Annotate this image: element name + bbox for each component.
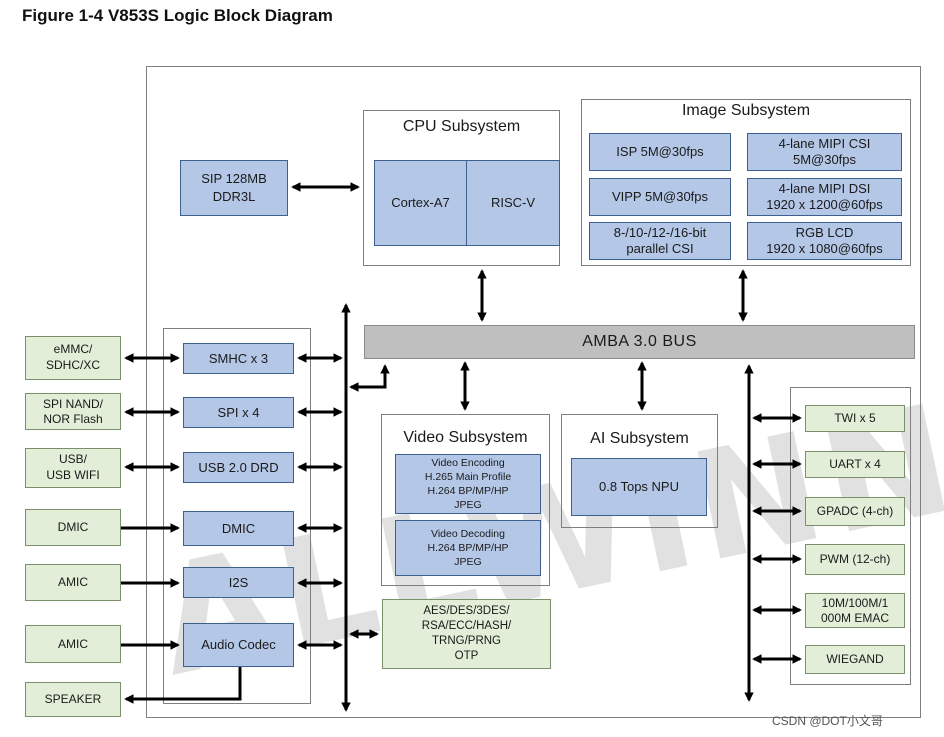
video-dec-line3: JPEG (454, 556, 482, 569)
smhc-block: SMHC x 3 (183, 343, 294, 374)
ext-usb: USB/ USB WIFI (25, 448, 121, 488)
ext-amic-1: AMIC (25, 564, 121, 601)
isp-block: ISP 5M@30fps (589, 133, 731, 171)
security-line1: AES/DES/3DES/ (423, 605, 510, 618)
memory-line1: SIP 128MB (201, 171, 267, 187)
video-encoding-block: Video Encoding H.265 Main Profile H.264 … (395, 454, 541, 514)
rgb-lcd-block: RGB LCD 1920 x 1080@60fps (747, 222, 902, 260)
mipi-csi-line1: 4-lane MIPI CSI (778, 135, 871, 151)
memory-block: SIP 128MB DDR3L (180, 160, 288, 216)
i2s-block: I2S (183, 567, 294, 598)
ext-usb-line1: USB/ (58, 452, 87, 467)
parallel-csi-block: 8-/10-/12-/16-bit parallel CSI (589, 222, 731, 260)
vipp-block: VIPP 5M@30fps (589, 178, 731, 216)
ext-spi-line2: NOR Flash (43, 411, 103, 426)
security-line4: OTP (454, 649, 479, 662)
spi-block: SPI x 4 (183, 397, 294, 428)
ext-spi-line1: SPI NAND/ (42, 396, 103, 411)
ai-subsystem (561, 414, 718, 528)
wiegand-block: WIEGAND (805, 645, 905, 674)
video-dec-line2: H.264 BP/MP/HP (427, 541, 509, 554)
video-enc-line4: JPEG (454, 499, 482, 512)
left-interface-frame (163, 328, 311, 704)
emac-line1: 10M/100M/1 (821, 595, 889, 610)
video-decoding-block: Video Decoding H.264 BP/MP/HP JPEG (395, 520, 541, 576)
arrow-left-to-amba (349, 364, 390, 392)
image-title: Image Subsystem (681, 102, 811, 119)
security-line2: RSA/ECC/HASH/ (421, 620, 512, 633)
image-subsystem (581, 99, 911, 266)
cpu-title: CPU Subsystem (402, 118, 521, 135)
ext-usb-line2: USB WIFI (46, 468, 100, 482)
arrow-codec-speaker (124, 667, 242, 704)
video-enc-line1: Video Encoding (431, 456, 505, 469)
video-title: Video Subsystem (403, 429, 528, 446)
ai-title: AI Subsystem (590, 430, 689, 447)
dmic-block: DMIC (183, 511, 294, 546)
ext-emmc-line2: SDHC/XC (45, 358, 100, 372)
mipi-dsi-line2: 1920 x 1200@60fps (766, 197, 883, 212)
pwm-block: PWM (12-ch) (805, 544, 905, 575)
usb-drd-block: USB 2.0 DRD (183, 452, 294, 483)
rgb-lcd-line1: RGB LCD (795, 224, 854, 240)
ext-emmc: eMMC/ SDHC/XC (25, 336, 121, 380)
security-line3: TRNG/PRNG (432, 635, 501, 647)
video-enc-line2: H.265 Main Profile (424, 470, 512, 483)
ext-amic-2: AMIC (25, 625, 121, 663)
ext-dmic: DMIC (25, 509, 121, 546)
risc-v-block: RISC-V (466, 160, 560, 246)
mipi-csi-line2: 5M@30fps (792, 152, 857, 167)
amba-bus: AMBA 3.0 BUS (364, 325, 915, 359)
cortex-a7-block: Cortex-A7 (374, 160, 467, 246)
video-enc-line3: H.264 BP/MP/HP (427, 485, 509, 497)
rgb-lcd-line2: 1920 x 1080@60fps (766, 241, 883, 256)
npu-block: 0.8 Tops NPU (571, 458, 707, 516)
ext-spi-flash: SPI NAND/ NOR Flash (25, 393, 121, 430)
twi-block: TWI x 5 (805, 405, 905, 432)
video-subsystem (381, 414, 550, 586)
ext-speaker: SPEAKER (25, 682, 121, 717)
video-dec-line1: Video Decoding (431, 527, 505, 540)
security-block: AES/DES/3DES/ RSA/ECC/HASH/ TRNG/PRNG OT… (382, 599, 551, 669)
credit-text: CSDN @DOT小文哥 (772, 714, 883, 728)
parallel-csi-line2: parallel CSI (626, 241, 694, 256)
uart-block: UART x 4 (805, 451, 905, 478)
ext-emmc-line1: eMMC/ (53, 342, 93, 357)
figure-title: Figure 1-4 V853S Logic Block Diagram (22, 6, 333, 25)
soc-frame (146, 66, 921, 718)
memory-line2: DDR3L (212, 189, 256, 204)
emac-block: 10M/100M/1 000M EMAC (805, 593, 905, 628)
mipi-dsi-block: 4-lane MIPI DSI 1920 x 1200@60fps (747, 178, 902, 216)
parallel-csi-line1: 8-/10-/12-/16-bit (613, 224, 707, 240)
mipi-dsi-line1: 4-lane MIPI DSI (778, 180, 871, 196)
gpadc-block: GPADC (4-ch) (805, 497, 905, 526)
audio-codec-block: Audio Codec (183, 623, 294, 667)
right-interface-frame (790, 387, 911, 685)
mipi-csi-block: 4-lane MIPI CSI 5M@30fps (747, 133, 902, 171)
emac-line2: 000M EMAC (820, 610, 890, 625)
